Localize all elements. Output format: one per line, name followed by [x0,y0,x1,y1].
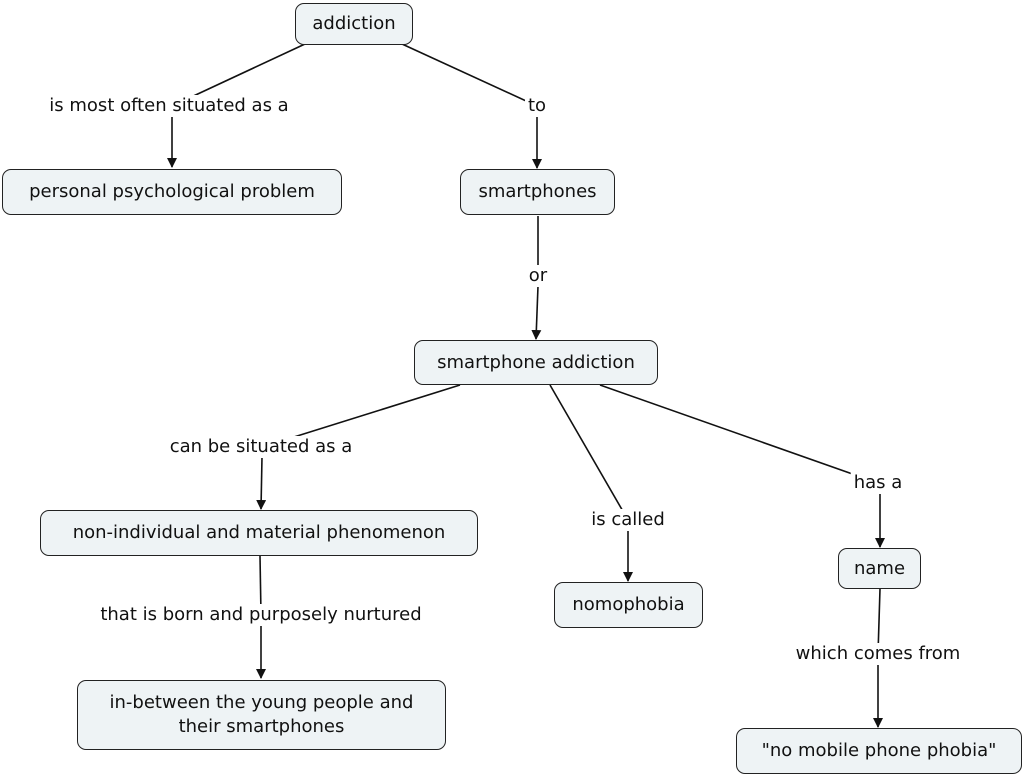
node-addiction[interactable]: addiction [295,3,413,45]
link-label-most-often-situated: is most often situated as a [46,95,292,117]
node-name[interactable]: name [838,548,921,589]
link-label-born-and-nurtured: that is born and purposely nurtured [97,604,425,626]
link-label-has-a: has a [850,472,906,494]
connector-smartphone-addiction-to-is-called-label [549,384,629,521]
node-no-mobile-phone-phobia[interactable]: "no mobile phone phobia" [736,728,1022,774]
node-in-between[interactable]: in-between the young people and their sm… [77,680,446,750]
connector-addiction-to-to-label [401,43,538,107]
link-label-or: or [525,265,551,287]
node-personal-psychological-problem[interactable]: personal psychological problem [2,169,342,215]
node-smartphone-addiction[interactable]: smartphone addiction [414,340,658,385]
arrow-or-to-smartphone-addiction [531,285,542,340]
link-label-is-called: is called [588,509,668,531]
link-label-which-comes-from: which comes from [792,643,964,665]
node-nomophobia[interactable]: nomophobia [554,582,703,628]
node-smartphones[interactable]: smartphones [460,169,615,215]
connector-smartphone-addiction-to-has-a-label [599,384,879,484]
arrow-can-be-to-non-individual [256,456,267,510]
link-label-can-be-situated: can be situated as a [166,436,356,458]
node-non-individual-material-phenomenon[interactable]: non-individual and material phenomenon [40,510,478,556]
link-label-to: to [524,95,550,117]
